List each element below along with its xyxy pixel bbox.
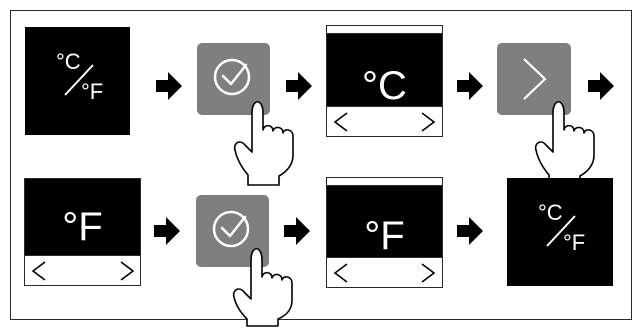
celsius-display: °C <box>326 25 443 137</box>
selector-bar <box>327 106 442 136</box>
unit-value: °F <box>364 214 405 258</box>
chevron-right-icon <box>523 58 547 100</box>
unit-value: °F <box>62 205 103 249</box>
unit-fahrenheit-label: °F <box>81 79 104 104</box>
unit-toggle-display: °C °F <box>507 178 613 286</box>
unit-toggle-display: °C °F <box>25 27 130 135</box>
unit-slash-graphic <box>64 64 94 96</box>
check-circle-icon <box>212 210 250 248</box>
fahrenheit-confirm-display: °F <box>326 177 443 288</box>
selector-bar <box>25 255 140 285</box>
instruction-frame <box>10 10 632 320</box>
unit-celsius-label: °C <box>538 200 563 225</box>
chevron-left-icon[interactable] <box>327 258 444 288</box>
chevron-right-icon[interactable] <box>25 256 142 286</box>
chevron-right-icon[interactable] <box>327 258 444 288</box>
unit-fahrenheit-label: °F <box>563 230 586 255</box>
unit-slash-graphic <box>546 215 576 247</box>
display-top-bar <box>327 178 442 186</box>
chevron-left-icon[interactable] <box>25 256 142 286</box>
chevron-left-icon[interactable] <box>327 107 444 137</box>
fahrenheit-selection-display: °F <box>24 178 141 286</box>
chevron-right-icon[interactable] <box>327 107 444 137</box>
selector-bar <box>327 257 442 287</box>
unit-value: °C <box>362 64 407 108</box>
check-circle-icon <box>213 58 251 96</box>
display-top-bar <box>327 26 442 34</box>
unit-celsius-label: °C <box>56 49 81 74</box>
